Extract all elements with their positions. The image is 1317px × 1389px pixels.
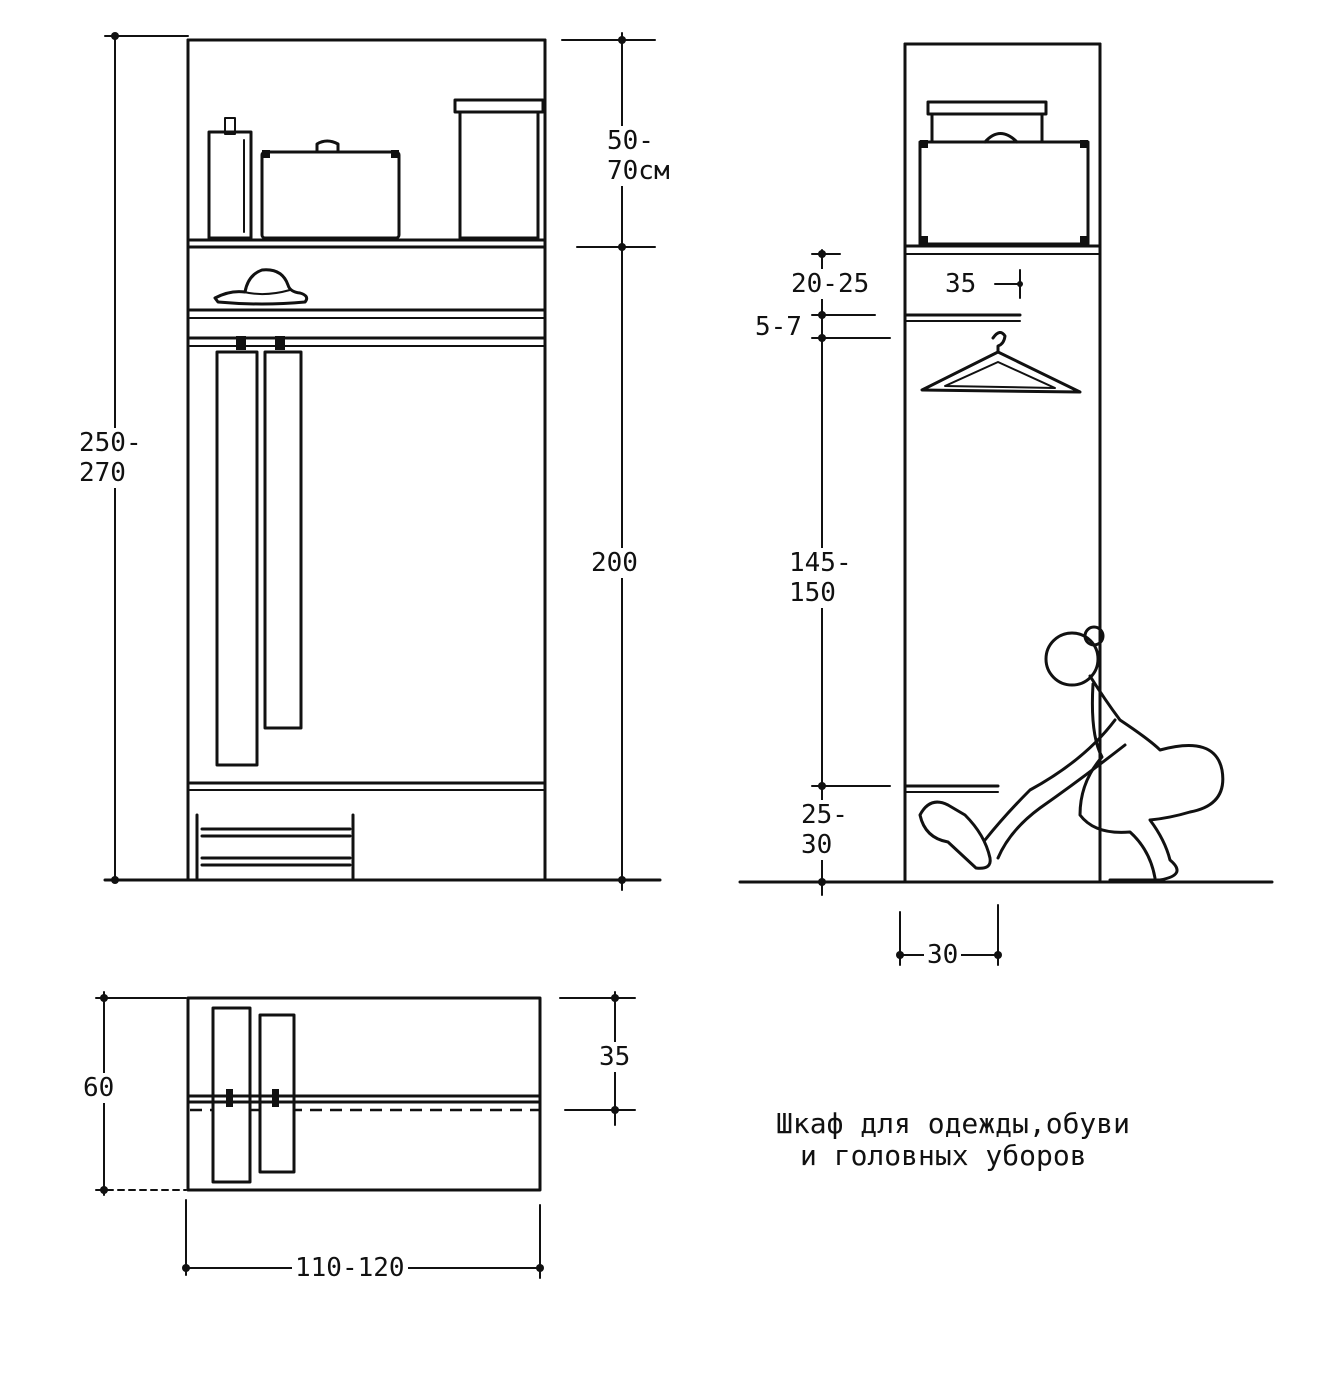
label-plan-depth: 60 (80, 1073, 118, 1103)
label-plan-width: 110-120 (292, 1253, 408, 1283)
dim-shelf-depth (994, 269, 1023, 299)
hanging-coats (215, 336, 303, 767)
side-elevation (738, 42, 1274, 966)
side-luggage (918, 100, 1090, 246)
tall-suitcase (207, 117, 253, 240)
label-total-height: 250- 270 (76, 428, 145, 488)
label-shoe-depth: 30 (924, 940, 962, 970)
plan-outline (186, 996, 542, 1192)
label-rail-gap: 5-7 (752, 312, 805, 342)
label-hanging-height: 200 (588, 548, 641, 578)
shoe (918, 800, 992, 870)
label-shelf-depth: 35 (942, 269, 980, 299)
shoe-rack (195, 813, 355, 880)
caption-line-2: и головных уборов (800, 1139, 1087, 1172)
crouching-person (983, 625, 1225, 882)
label-rail-height: 145- 150 (786, 548, 855, 608)
label-top-section: 50- 70см (604, 126, 673, 186)
plan-view (95, 991, 636, 1279)
label-plan-rail-offset: 35 (596, 1042, 634, 1072)
hat (213, 268, 309, 306)
hat-box (453, 98, 545, 240)
label-shoe-shelf-height: 25- 30 (798, 800, 851, 860)
label-hat-shelf-gap: 20-25 (788, 269, 873, 299)
front-elevation (103, 32, 662, 891)
suitcase (260, 139, 401, 240)
coat-hanger (920, 331, 1082, 394)
caption-line-1: Шкаф для одежды,обуви (776, 1107, 1131, 1140)
